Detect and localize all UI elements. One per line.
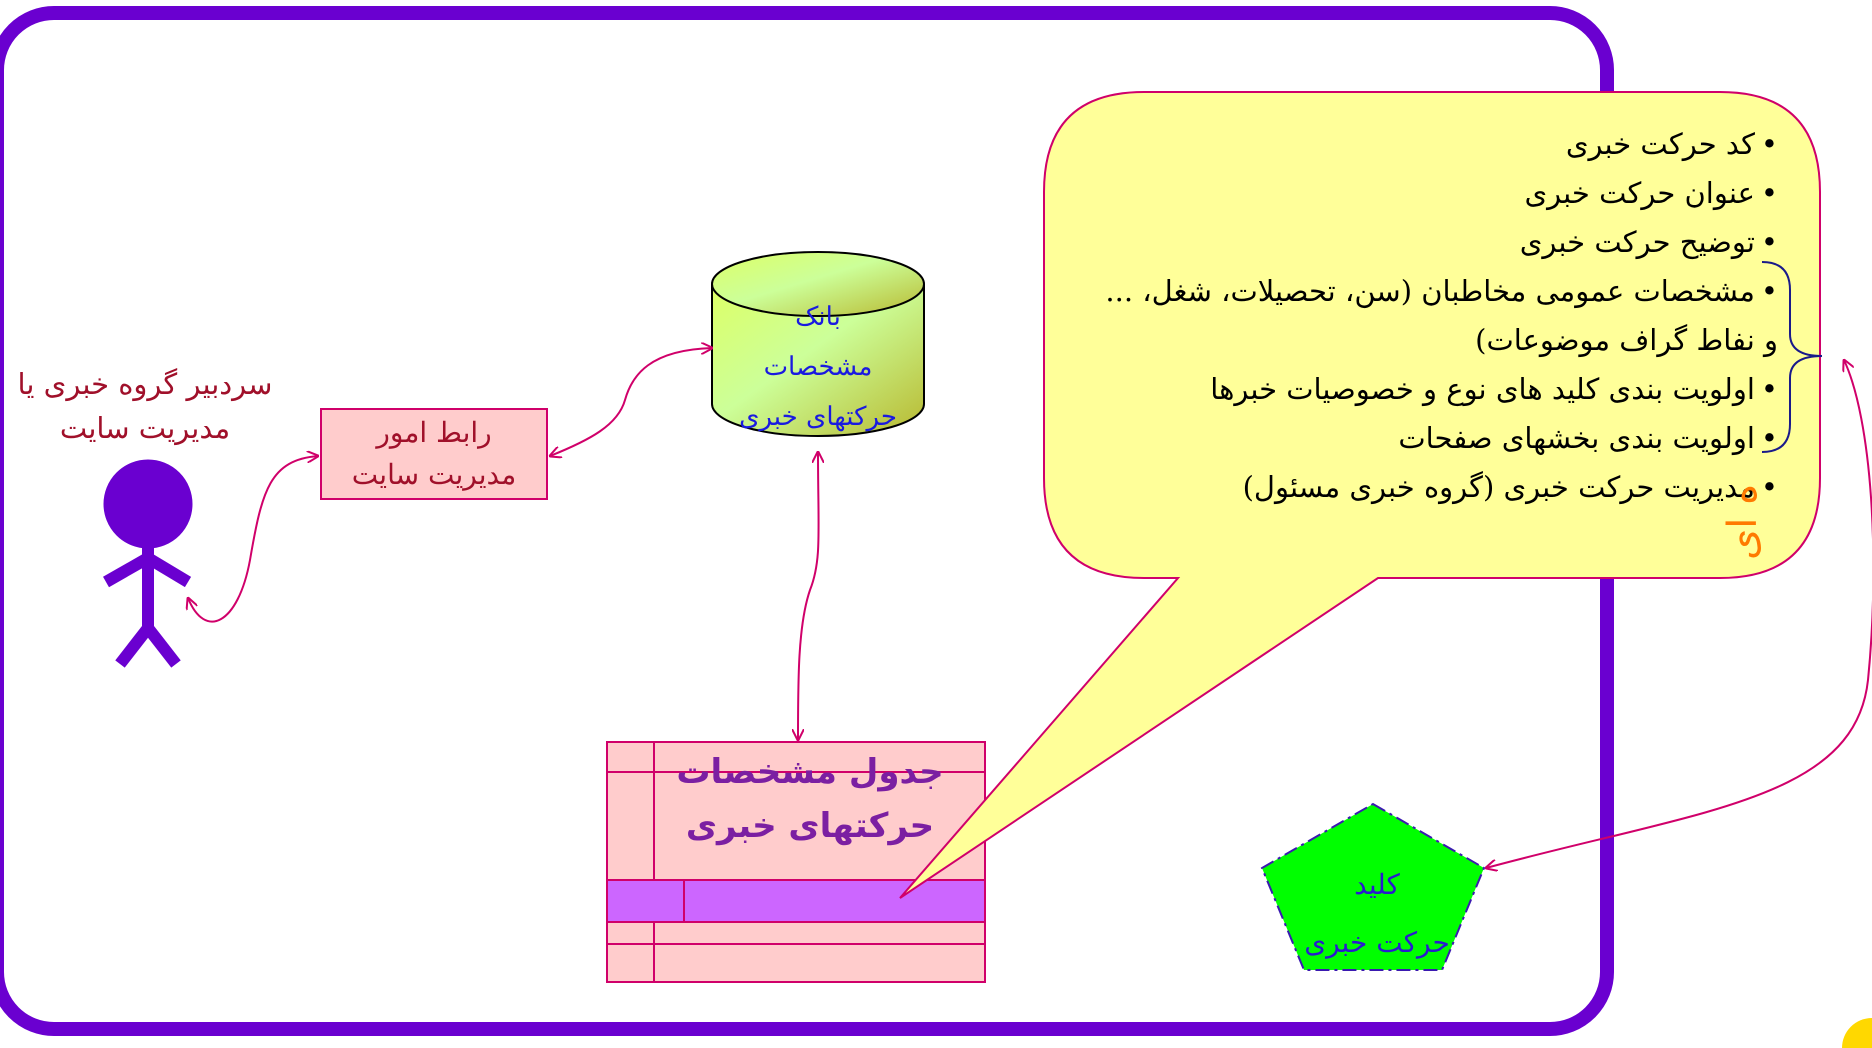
corner-decoration bbox=[1842, 1018, 1872, 1048]
callout-item: •عنوان حرکت خبری bbox=[1090, 169, 1778, 218]
bullet: • bbox=[1760, 372, 1778, 406]
callout-item-text: مدیریت حرکت خبری (گروه خبری مسئول) bbox=[1242, 470, 1755, 504]
bullet: • bbox=[1760, 274, 1778, 308]
actor-figure bbox=[103, 459, 193, 668]
callout-item-text: اولویت بندی کلید های نوع و خصوصیات خبرها bbox=[1210, 372, 1755, 406]
liaison-line1: رابط امور bbox=[376, 416, 492, 449]
database-line1: بانک bbox=[795, 302, 841, 332]
table-graphic bbox=[606, 741, 986, 983]
side-label: ه ای bbox=[1720, 483, 1766, 560]
table-line2: حرکتهای خبری bbox=[685, 806, 935, 846]
actor-label-line2: مدیریت سایت bbox=[59, 411, 231, 445]
liaison-box: رابط امور مدیریت سایت bbox=[320, 408, 548, 500]
arrow-database-table bbox=[798, 452, 819, 740]
callout-item: •اولویت بندی بخشهای صفحات bbox=[1090, 414, 1778, 463]
key-label: کلید حرکت خبری bbox=[1262, 856, 1492, 972]
actor-label: سردبیر گروه خبری یا مدیریت سایت bbox=[0, 362, 290, 450]
actor-leg-right bbox=[143, 624, 181, 668]
callout-item-text: کد حرکت خبری bbox=[1565, 127, 1755, 161]
callout-item-text: مشخصات عمومی مخاطبان (سن، تحصیلات، شغل، … bbox=[1105, 274, 1778, 357]
arrow-brace-key bbox=[1486, 360, 1872, 868]
database-cylinder bbox=[711, 251, 925, 437]
callout-item: •کد حرکت خبری bbox=[1090, 120, 1778, 169]
callout-item: •اولویت بندی کلید های نوع و خصوصیات خبره… bbox=[1090, 365, 1778, 414]
bullet: • bbox=[1760, 127, 1778, 161]
callout-list: •کد حرکت خبری •عنوان حرکت خبری •توضیح حر… bbox=[1090, 120, 1778, 512]
arrow-actor-liaison bbox=[188, 456, 318, 623]
table-title: جدول مشخصات حرکتهای خبری bbox=[640, 745, 980, 853]
table-line1: جدول مشخصات bbox=[676, 752, 944, 792]
database-label: بانک مشخصات حرکتهای خبری bbox=[712, 292, 924, 442]
actor-head bbox=[103, 459, 193, 549]
database-line2: مشخصات bbox=[763, 352, 873, 382]
bullet: • bbox=[1760, 176, 1778, 210]
callout-item-text: اولویت بندی بخشهای صفحات bbox=[1398, 421, 1755, 455]
callout-item-text: عنوان حرکت خبری bbox=[1524, 176, 1755, 210]
actor-label-line1: سردبیر گروه خبری یا bbox=[17, 367, 273, 401]
database-line3: حرکتهای خبری bbox=[739, 402, 897, 432]
bullet: • bbox=[1760, 225, 1778, 259]
arrow-liaison-database bbox=[550, 348, 712, 456]
callout-item: •توضیح حرکت خبری bbox=[1090, 218, 1778, 267]
bullet: • bbox=[1760, 470, 1778, 504]
callout-item: •مدیریت حرکت خبری (گروه خبری مسئول) bbox=[1090, 463, 1778, 512]
callout-item: •مشخصات عمومی مخاطبان (سن، تحصیلات، شغل،… bbox=[1090, 267, 1778, 365]
callout-item-text: توضیح حرکت خبری bbox=[1519, 225, 1755, 259]
actor-leg-left bbox=[115, 624, 153, 668]
key-line2: حرکت خبری bbox=[1304, 926, 1450, 959]
callout-bubble bbox=[899, 91, 1821, 899]
actor-arm-left bbox=[103, 552, 151, 588]
actor-arm-right bbox=[144, 552, 192, 588]
liaison-line2: مدیریت سایت bbox=[351, 458, 517, 491]
key-line1: کلید bbox=[1354, 868, 1400, 901]
bullet: • bbox=[1760, 421, 1778, 455]
key-pentagon bbox=[1260, 802, 1486, 971]
